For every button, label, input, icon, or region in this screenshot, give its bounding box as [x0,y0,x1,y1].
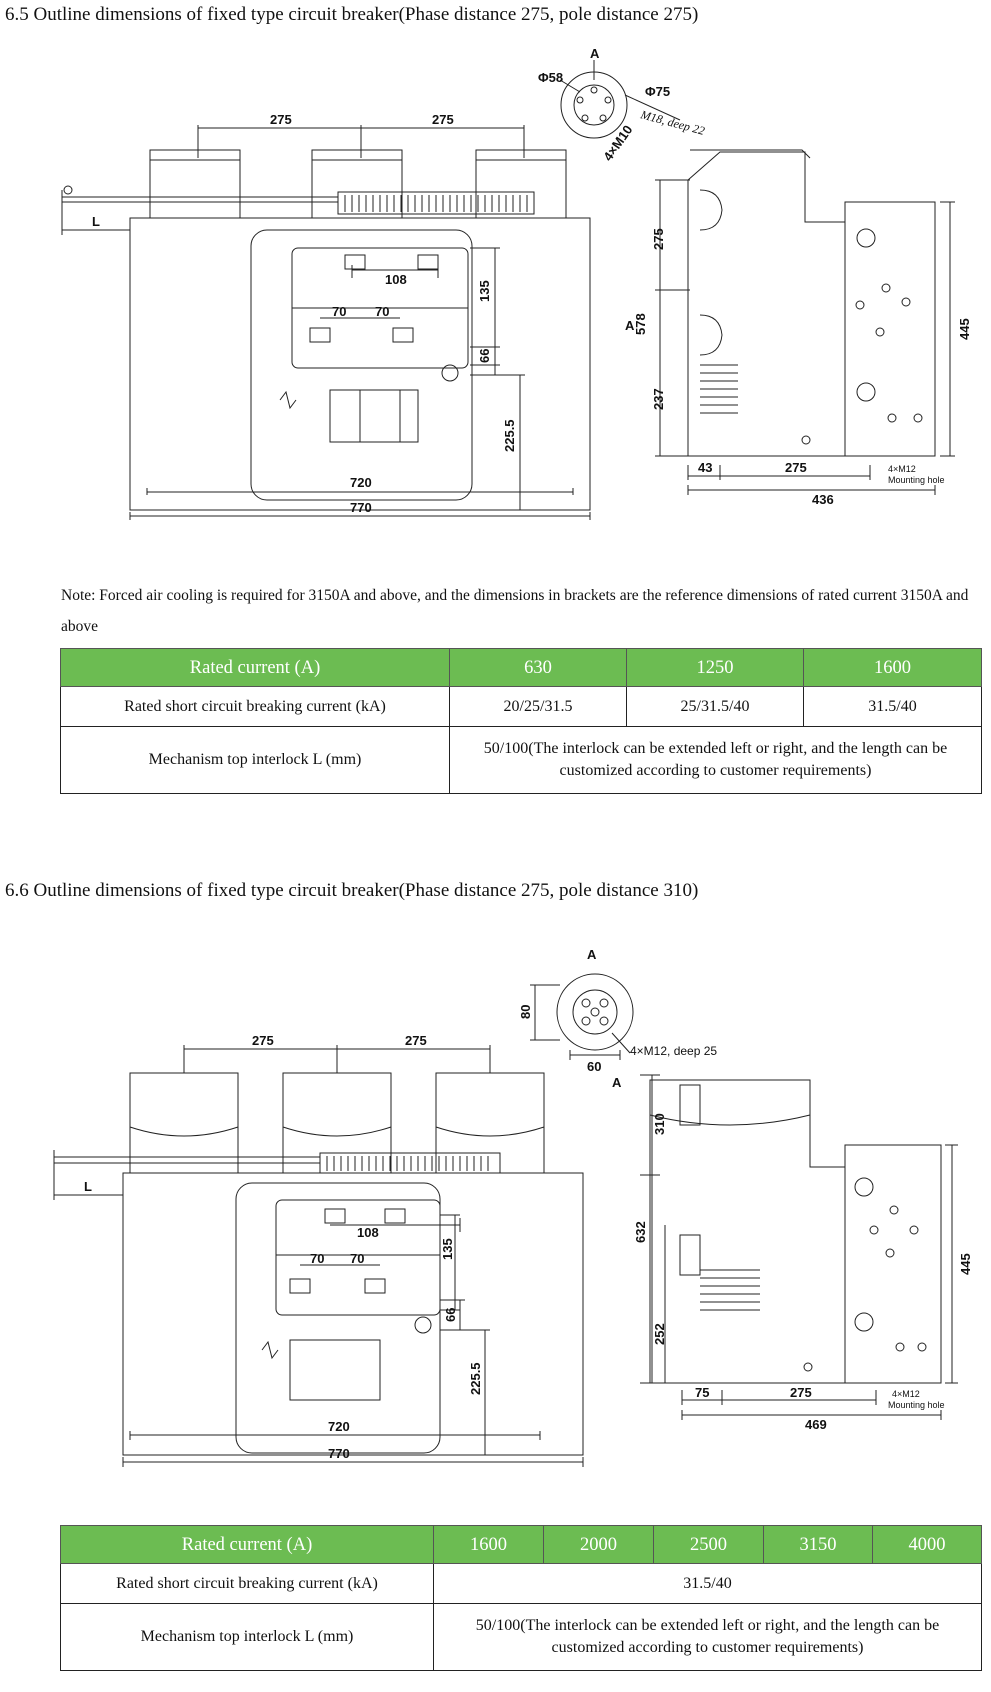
dim-66: 66 [477,349,492,363]
table-65-header-1250: 1250 [626,648,804,687]
table-66-interlock-label: Mechanism top interlock L (mm) [60,1603,434,1671]
table-66-header-1600: 1600 [433,1525,544,1564]
side-dim-252: 252 [652,1323,667,1345]
section-66-table: Rated current (A) 1600 2000 2500 3150 40… [60,1525,982,1671]
section-66-drawing: 275 275 L 108 70 70 135 66 225.5 720 770… [0,935,991,1495]
table-66-header-4000: 4000 [872,1525,982,1564]
dim-275-b-66: 275 [405,1033,427,1048]
side-dim-75: 75 [695,1385,709,1400]
dim-70-a-66: 70 [310,1251,324,1266]
table-66-header-3150: 3150 [763,1525,873,1564]
side-dim-237: 237 [651,388,666,410]
side-dim-445: 445 [957,318,972,340]
dim-70-b: 70 [375,304,389,319]
dim-135-66: 135 [440,1238,455,1260]
dim-770-66: 770 [328,1446,350,1461]
view-a-m18: M18, deep 22 [638,107,706,138]
table-65-interlock-label: Mechanism top interlock L (mm) [60,726,450,794]
dim-66-66: 66 [443,1308,458,1322]
table-65-breaking-630: 20/25/31.5 [449,686,627,727]
side-dim-632: 632 [633,1221,648,1243]
dim-l: L [92,214,100,229]
dim-70-b-66: 70 [350,1251,364,1266]
table-66-header-row: Rated current (A) 1600 2000 2500 3150 40… [60,1525,982,1564]
side-holes: 4×M12 [888,464,916,474]
dim-l-66: L [84,1179,92,1194]
front-panel-66 [235,1182,441,1454]
side-body [687,151,846,457]
table-65-breaking-label: Rated short circuit breaking current (kA… [60,686,450,727]
dim-135: 135 [477,280,492,302]
table-66-breaking-row: Rated short circuit breaking current (kA… [60,1563,982,1604]
section-65-title: 6.5 Outline dimensions of fixed type cir… [5,4,699,25]
table-65-header-label: Rated current (A) [60,648,450,687]
view-a-circle [560,71,628,139]
dim-720: 720 [350,475,372,490]
table-65-breaking-row: Rated short circuit breaking current (kA… [60,686,982,727]
table-66-breaking-value: 31.5/40 [433,1563,982,1604]
view-a-m12: 4×M12, deep 25 [630,1044,717,1058]
view-a-label-66: A [587,947,597,962]
front-body [129,217,591,511]
dim-720-66: 720 [328,1419,350,1434]
dim-225-5-66: 225.5 [468,1362,483,1395]
side-label-a-66: A [612,1075,622,1090]
section-65-table: Rated current (A) 630 1250 1600 Rated sh… [60,648,982,794]
dim-275-a-66: 275 [252,1033,274,1048]
section-65-note: Note: Forced air cooling is required for… [61,587,969,635]
view-a-dim-60: 60 [587,1059,601,1074]
side-dim-578: 578 [633,313,648,335]
section-65-drawing: 275 275 L 108 70 70 135 66 225.5 720 770… [0,40,991,560]
dim-70-a: 70 [332,304,346,319]
dim-275-a: 275 [270,112,292,127]
side-dim-436: 436 [812,492,834,507]
view-a-dim-80: 80 [518,1005,533,1019]
side-body-66 [649,1079,846,1384]
drawing-65-svg: 275 275 L 108 70 70 135 66 225.5 720 770… [61,46,972,520]
table-65-header-630: 630 [449,648,627,687]
view-a-phi58: Φ58 [538,70,563,85]
section-66-title: 6.6 Outline dimensions of fixed type cir… [5,880,699,901]
view-a-circle-66 [556,973,634,1051]
side-mounting: Mounting hole [888,475,945,485]
interlock-grille [337,191,535,215]
view-a-label: A [590,46,600,61]
dim-275-b: 275 [432,112,454,127]
table-66-header-2000: 2000 [543,1525,654,1564]
table-66-header-label: Rated current (A) [60,1525,434,1564]
side-dim-275: 275 [651,228,666,250]
drawing-66-svg: 275 275 L 108 70 70 135 66 225.5 720 770… [53,947,973,1467]
table-66-header-2500: 2500 [653,1525,764,1564]
mechanism-box [844,201,936,457]
side-dim-310: 310 [652,1113,667,1135]
table-65-interlock-value: 50/100(The interlock can be extended lef… [449,726,982,794]
side-dim-275b: 275 [785,460,807,475]
side-dim-275b-66: 275 [790,1385,812,1400]
table-65-interlock-row: Mechanism top interlock L (mm) 50/100(Th… [60,726,982,794]
table-65-breaking-1250: 25/31.5/40 [626,686,804,727]
front-body-66 [122,1172,584,1456]
view-a-m10: 4×M10 [600,122,635,163]
dim-108-66: 108 [357,1225,379,1240]
table-65-breaking-1600: 31.5/40 [803,686,982,727]
view-a-phi75: Φ75 [645,84,670,99]
side-label-a: A [625,318,635,333]
dim-770: 770 [350,500,372,515]
mechanism-box-66 [844,1144,942,1384]
table-66-interlock-value: 50/100(The interlock can be extended lef… [433,1603,982,1671]
side-dim-469: 469 [805,1417,827,1432]
table-65-header-1600: 1600 [803,648,982,687]
side-holes-66: 4×M12 [892,1389,920,1399]
table-65-header-row: Rated current (A) 630 1250 1600 [60,648,982,687]
table-66-interlock-row: Mechanism top interlock L (mm) 50/100(Th… [60,1603,982,1671]
dim-108: 108 [385,272,407,287]
side-dim-445-66: 445 [958,1253,973,1275]
table-66-breaking-label: Rated short circuit breaking current (kA… [60,1563,434,1604]
side-dim-43: 43 [698,460,712,475]
dim-225-5: 225.5 [502,419,517,452]
side-mounting-66: Mounting hole [888,1400,945,1410]
